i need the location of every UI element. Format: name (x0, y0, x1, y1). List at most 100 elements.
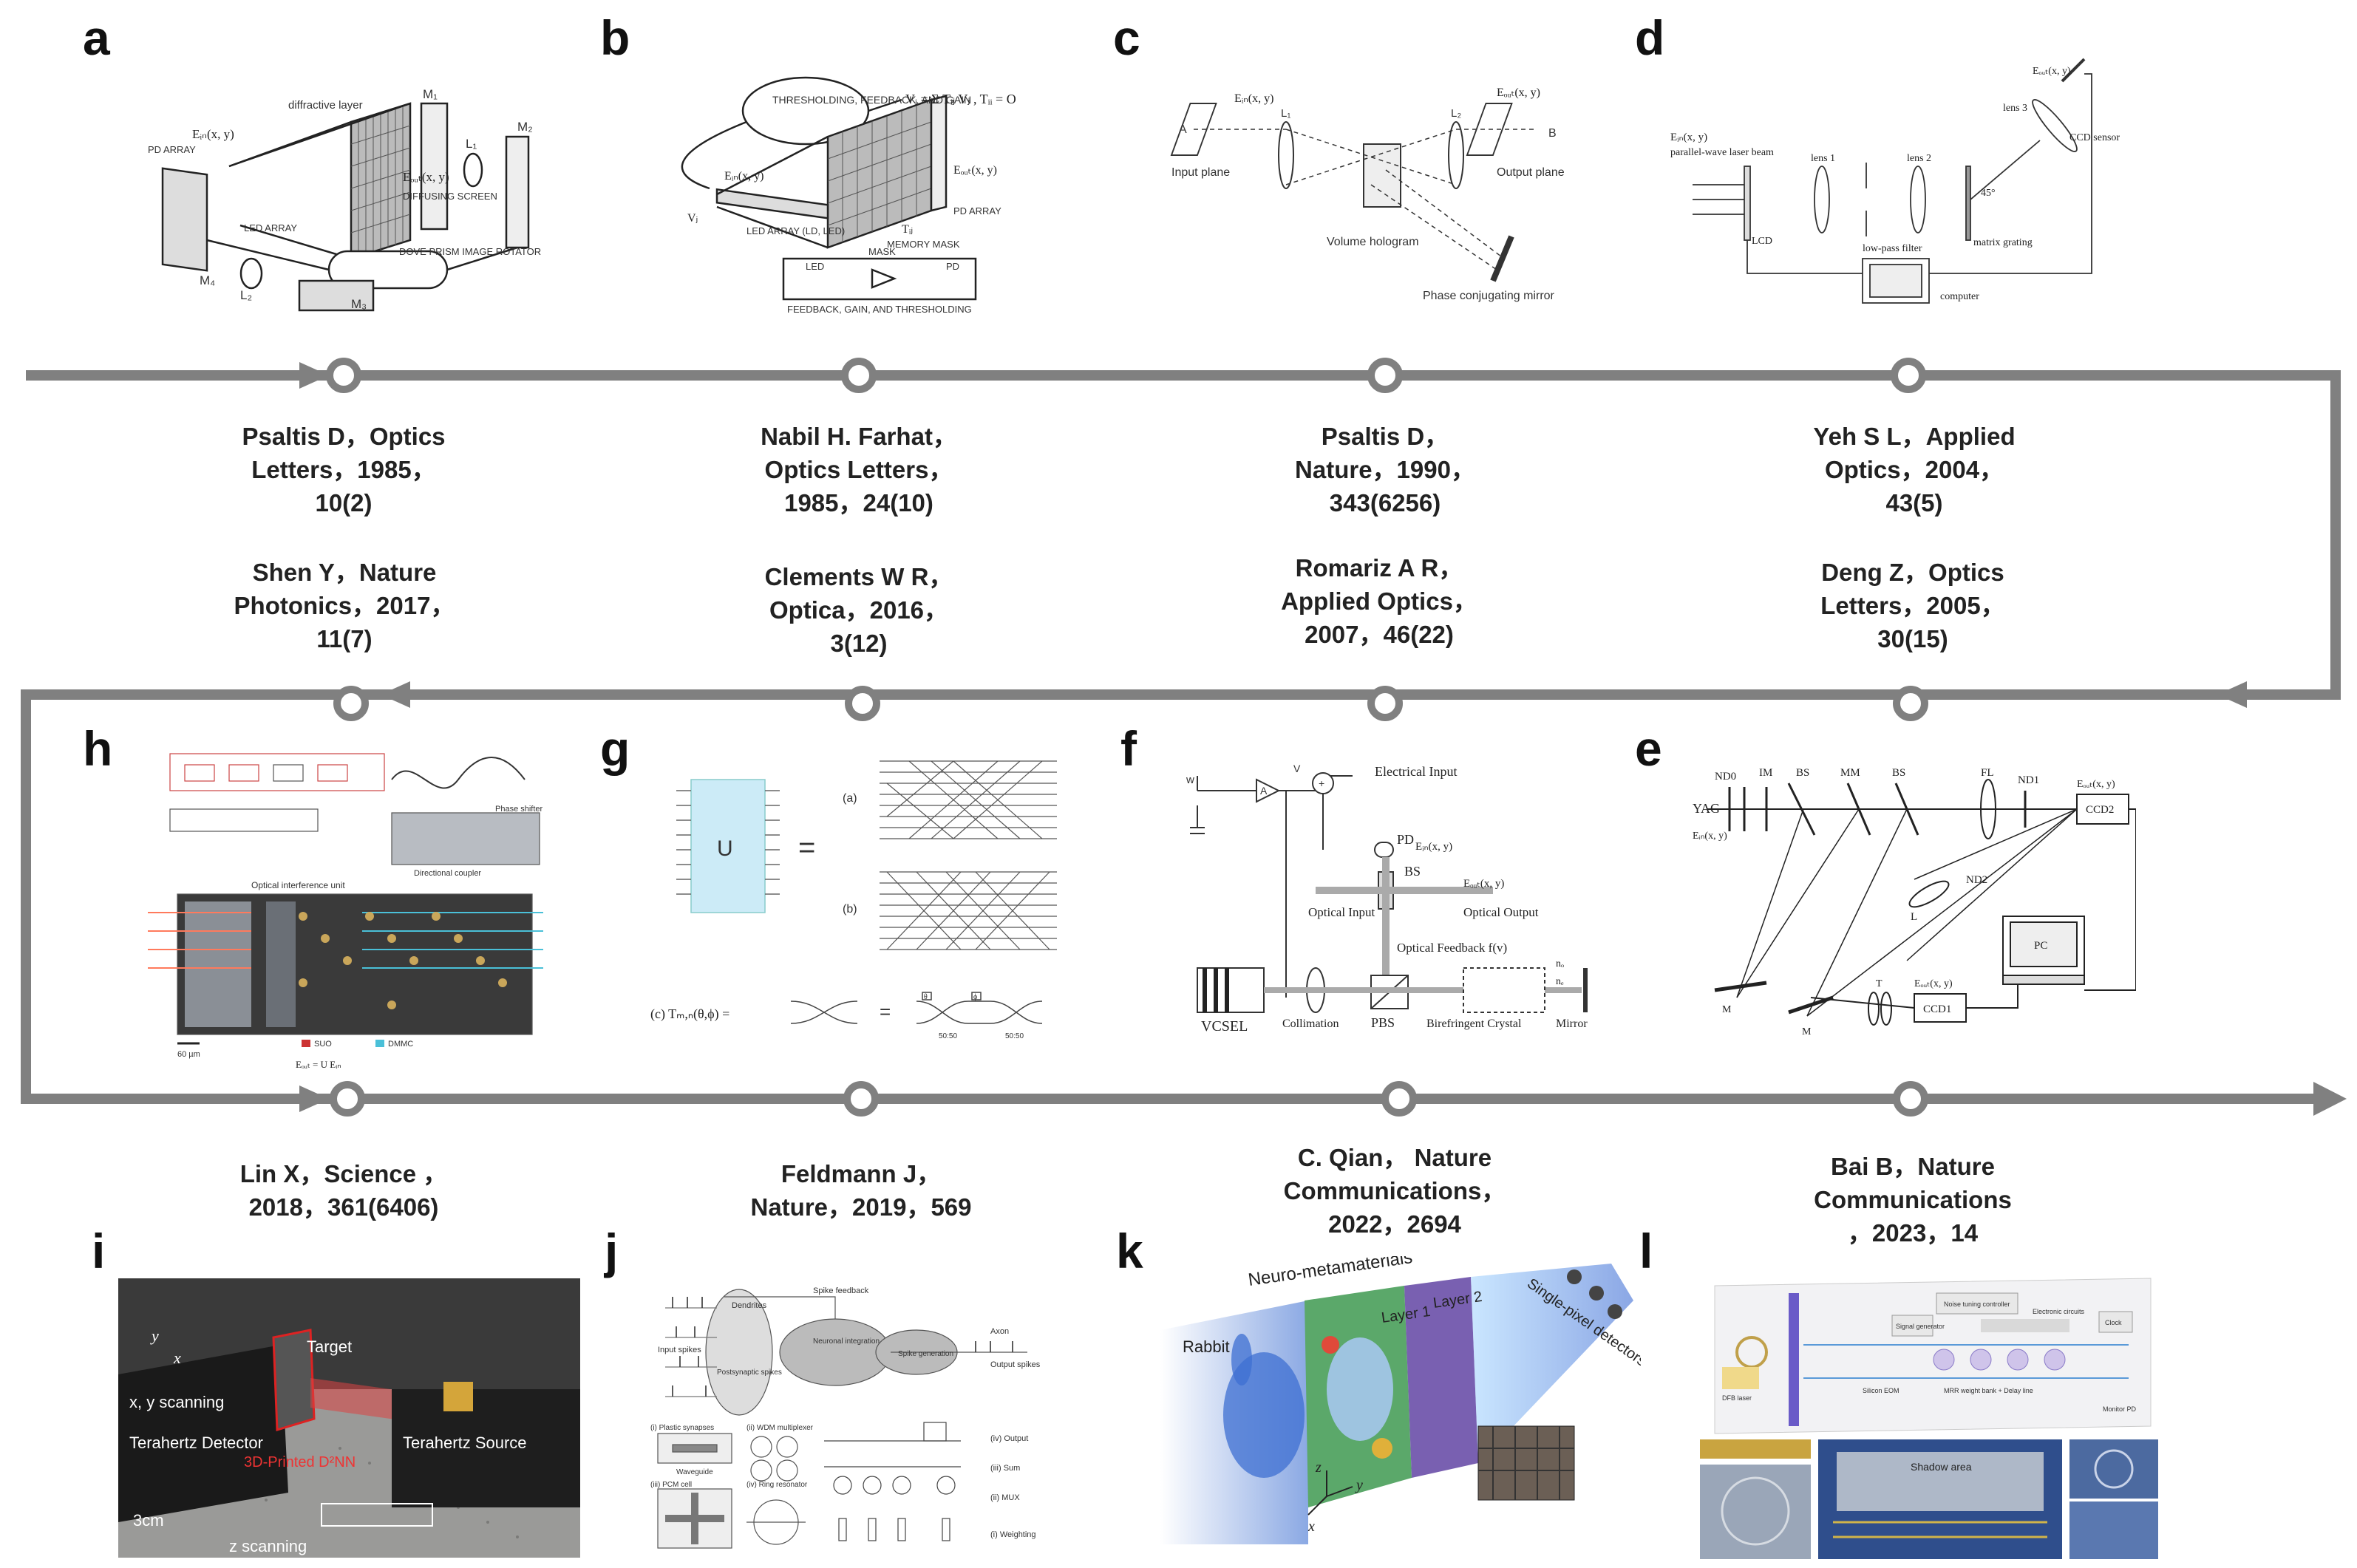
figure-j: Spike feedback Input spikes Dendrites Po… (643, 1256, 1072, 1555)
figure-h: Optical interference unit Phase shifter … (140, 746, 554, 1071)
gold-strip (1700, 1439, 1811, 1459)
figure-f: w A V + Electrical Input PD Eᵢₙ(x, y) Eₒ… (1183, 761, 1611, 1042)
label-xy: x, y scanning (129, 1393, 224, 1411)
caption-i: Lin X，Science ，2018，361(6406) (239, 1160, 448, 1221)
label-bs2: BS (1892, 767, 1905, 779)
label-nd1: ND1 (2018, 774, 2039, 786)
label-w: w (1186, 774, 1194, 786)
label-feedback: FEEDBACK, GAIN, AND THRESHOLDING (787, 304, 972, 315)
timeline-arrow-2 (381, 681, 410, 708)
label-ein: Eᵢₙ(x, y) (1234, 92, 1273, 105)
label-pbs: PBS (1371, 1015, 1395, 1030)
label-suo: SUO (314, 1040, 332, 1049)
label-b: B (1548, 127, 1557, 140)
label-eq: = (798, 831, 815, 864)
label-target: Target (307, 1337, 352, 1356)
panel-letter-c: c (1113, 10, 1140, 65)
label-mm: MM (1840, 767, 1860, 779)
label-eout2: Eₒᵤₜ(x, y) (1914, 978, 1953, 989)
label-lens2: lens 2 (1907, 153, 1931, 164)
led-array-bar (715, 188, 829, 219)
label-electronic: Electronic circuits (2033, 1308, 2085, 1315)
label-bs: BS (1404, 864, 1421, 879)
label-phi: ϕ (973, 993, 977, 1001)
label-spike-feedback: Spike feedback (813, 1286, 869, 1295)
label-lcd: LCD (1752, 236, 1772, 247)
vcsel (1197, 967, 1265, 1013)
label-vcsel: VCSEL (1201, 1018, 1248, 1034)
label-l1: L₁ (1281, 107, 1290, 120)
label-beam: parallel-wave laser beam (1670, 147, 1774, 158)
lens-l2 (1448, 121, 1464, 189)
label-u: U (717, 836, 733, 861)
label-ring: (iv) Ring resonator (746, 1481, 808, 1489)
lens-l2 (239, 257, 263, 290)
label-eout: Eₒᵤₜ(x, y) (2077, 779, 2115, 790)
label-dove: DOVE PRISM IMAGE ROTATOR (399, 246, 541, 257)
label-interference: Optical interference unit (251, 880, 345, 890)
label-eout: Eₒᵤₜ(x, y) (953, 164, 997, 177)
label-plus: + (1319, 777, 1324, 789)
lens-3 (2032, 99, 2078, 152)
lens-2 (1910, 166, 1926, 234)
label-weight: (i) Weighting (990, 1530, 1036, 1539)
label-angle: 45° (1981, 188, 1996, 199)
label-lowpass: low-pass filter (1863, 243, 1922, 254)
dendrites-ellipse (705, 1289, 773, 1416)
label-vj: Vⱼ (687, 212, 698, 225)
matrix-grating (1965, 166, 1971, 241)
label-out: (iv) Output (990, 1434, 1028, 1443)
label-sum: (iii) Sum (990, 1464, 1020, 1473)
label-computer: computer (1940, 291, 1979, 302)
mesh-a (880, 760, 1057, 839)
label-fl: FL (1981, 767, 1994, 779)
label-mirror: Phase conjugating mirror (1423, 290, 1555, 302)
waveguide (657, 1433, 732, 1464)
label-presyn: Postsynaptic spikes (717, 1368, 782, 1377)
label-a: A (1179, 123, 1187, 136)
label-hologram: Volume hologram (1327, 236, 1419, 248)
label-eout: Eₒᵤₜ(x, y) (1463, 878, 1504, 890)
label-mask: MASK (868, 246, 896, 257)
label-opt-out: Optical Output (1463, 905, 1539, 919)
figure-l: Shadow area Signal generator Noise tunin… (1700, 1271, 2158, 1559)
schematic-box-mid (169, 808, 319, 832)
panel-letter-f: f (1120, 721, 1137, 776)
panel-letter-k: k (1116, 1224, 1143, 1278)
label-ein: Eᵢₙ(x, y) (1693, 831, 1727, 842)
label-l2: L₂ (1451, 107, 1461, 120)
label-pcm: (iii) PCM cell (650, 1481, 692, 1489)
label-shadow: Shadow area (1911, 1461, 1972, 1473)
caption-j: Feldmann J，Nature，2019，569 (750, 1160, 972, 1221)
node-l (1893, 1081, 1928, 1117)
label-output-plane: Output plane (1497, 166, 1565, 179)
mirror-m3 (298, 279, 375, 312)
label-eout: Eₒᵤₜ(x, y) (1497, 86, 1540, 99)
caption-b: Nabil H. Farhat，Optics Letters，1985，24(1… (761, 423, 957, 517)
node-b (841, 358, 877, 393)
coupler-x (790, 1001, 858, 1024)
label-dfb: DFB laser (1722, 1394, 1752, 1402)
label-yag: YAG (1693, 801, 1720, 816)
caption-c: Psaltis D，Nature，1990，343(6256) (1295, 423, 1475, 517)
label-phase: Phase shifter (495, 805, 543, 814)
label-spike-gen: Spike generation (898, 1350, 953, 1358)
label-ein: Eᵢₙ(x, y) (1670, 132, 1707, 143)
label-led-array: LED ARRAY (LD, LED) (746, 225, 845, 236)
terahertz-source (392, 1389, 580, 1507)
figure-g: U = (a) (b) (c) Tₘ,ₙ(θ,ϕ) = = θ ϕ 50:50 … (643, 746, 1086, 1057)
timeline-arrow-4 (299, 1085, 329, 1112)
label-input-plane: Input plane (1171, 166, 1230, 179)
label-axon: Axon (990, 1327, 1009, 1336)
label-ein: Eᵢₙ(x, y) (1415, 841, 1452, 853)
label-waveguide: Waveguide (676, 1468, 713, 1476)
panel-letter-a: a (83, 10, 110, 65)
label-x: x (173, 1349, 181, 1367)
amplifier (1256, 778, 1281, 803)
label-source: Terahertz Source (403, 1434, 527, 1452)
